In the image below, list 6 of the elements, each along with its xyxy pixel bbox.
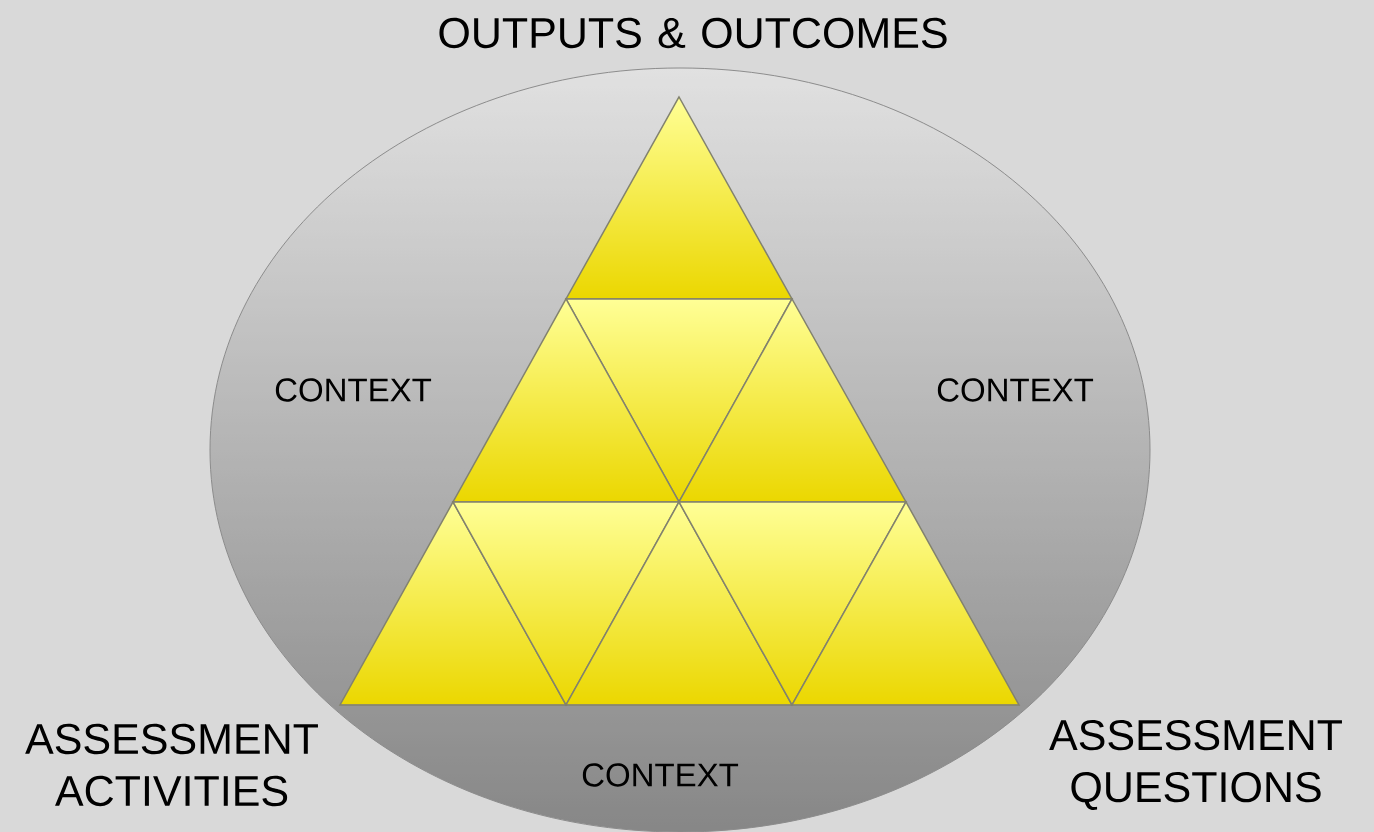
context-label: CONTEXT (937, 378, 1094, 402)
context-label: CONTEXT (275, 378, 432, 402)
corner-label: ASSESSMENT ACTIVITIES (25, 723, 318, 807)
corner-label: OUTPUTS & OUTCOMES (439, 17, 947, 49)
context-label: CONTEXT (582, 763, 739, 787)
corner-label: ASSESSMENT QUESTIONS (1049, 719, 1342, 811)
